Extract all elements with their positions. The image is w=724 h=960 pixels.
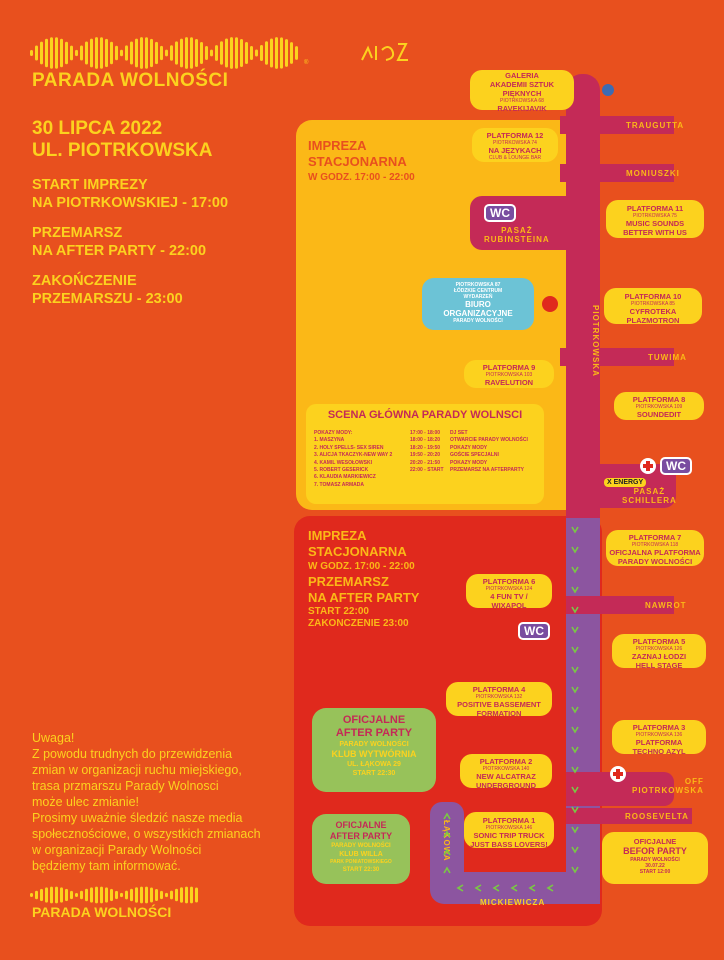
lodz-city-logo-icon — [361, 43, 408, 61]
after-party-willa: OFICJALNE AFTER PARTY PARADY WOLNOŚCI KL… — [312, 814, 410, 884]
platform-4: PLATFORMA 4 PIOTRKOWSKA 132 POSITIVE BAS… — [446, 682, 552, 718]
platform-10: PLATFORMA 10 PIOTRKOWSKA 85 CYFROTEKA PL… — [604, 288, 702, 325]
first-aid-schillera-icon — [640, 458, 656, 474]
zone1-hours: W GODZ. 17:00 - 22:00 — [308, 172, 415, 183]
office-marker-icon — [542, 296, 558, 312]
street-nawrot — [566, 596, 674, 614]
platform-11: PLATFORMA 11 PIOTRKOWSKA 75 MUSIC SOUNDS… — [606, 200, 704, 238]
brand-logo-bottom: PARADA WOLNOŚCI — [32, 904, 172, 920]
platform-6: PLATFORMA 6 PIOTRKOWSKA 124 4 FUN TV / W… — [466, 574, 552, 610]
x-energy-badge: X ENERGY — [604, 478, 647, 487]
street-piotrkowska-north — [566, 74, 600, 526]
wc-schillera-icon: WC — [660, 457, 692, 475]
sound-wave-logo-small-icon — [30, 886, 198, 904]
street-label-moniuszki: MONIUSZKI — [626, 169, 680, 178]
sound-wave-logo-icon — [30, 37, 298, 69]
event-date: 30 LIPCA 2022 UL. PIOTRKOWSKA — [32, 118, 213, 161]
route-lakowa — [430, 802, 464, 902]
platform-8: PLATFORMA 8 PIOTRKOWSKA 109 SOUNDEDIT — [614, 392, 704, 420]
befor-party: OFICJALNE BEFOR PARTY PARADY WOLNOŚCI 30… — [602, 832, 708, 884]
main-stage: SCENA GŁÓWNA PARADY WOLNSCI POKAZY MODY:… — [306, 404, 544, 504]
street-label-piotrkowska: PIOTRKOWSKA — [591, 305, 600, 377]
street-roosevelta — [566, 808, 692, 824]
galeria-marker-icon — [602, 84, 614, 96]
street-traugutta — [560, 116, 674, 134]
street-moniuszki — [560, 164, 674, 182]
street-label-tuwima: TUWIMA — [648, 353, 687, 362]
platform-1: PLATFORMA 1 PIOTRKOWSKA 146 SONIC TRIP T… — [464, 812, 554, 849]
platform-9: PLATFORMA 9 PIOTRKOWSKA 103 RAVELUTION — [464, 360, 554, 388]
first-aid-off-icon — [610, 766, 626, 782]
platform-2: PLATFORMA 2 PIOTRKOWSKA 140 NEW ALCATRAZ… — [460, 754, 552, 790]
route-piotrkowska-south — [566, 518, 600, 904]
street-tuwima — [560, 348, 674, 366]
street-label-traugutta: TRAUGUTTA — [626, 121, 685, 130]
street-label-roosevelta: ROOSEVELTA — [625, 812, 689, 821]
wc-nawrot-icon: WC — [518, 622, 550, 640]
registered-mark: ® — [304, 60, 309, 66]
street-label-mickiewicza: MICKIEWICZA — [480, 898, 546, 907]
route-direction-arrows — [443, 526, 579, 892]
after-party-wytwornia: OFICJALNE AFTER PARTY PARADY WOLNOŚCI KL… — [312, 708, 436, 792]
venue-galeria: GALERIA AKADEMII SZTUK PIĘKNYCH PIOTRKOW… — [470, 70, 574, 113]
organizers-office: PIOTRKOWSKA 87 ŁÓDZKIE CENTRUM WYDARZEŃ … — [422, 278, 534, 330]
platform-7: PLATFORMA 7 PIOTRKOWSKA 118 OFICJALNA PL… — [606, 530, 704, 566]
platform-12: PLATFORMA 12 PIOTRKOWSKA 74 NA JĘZYKACH … — [472, 128, 558, 162]
zone2-hours: W GODZ. 17:00 - 22:00 — [308, 561, 415, 572]
wc-rubinsteina-icon: WC — [484, 204, 516, 222]
platform-5: PLATFORMA 5 PIOTRKOWSKA 126 ZAZNAJ ŁODZI… — [612, 634, 706, 670]
street-label-nawrot: NAWROT — [645, 601, 687, 610]
brand-logo-text: PARADA WOLNOŚCI — [32, 70, 229, 91]
platform-3: PLATFORMA 3 PIOTRKOWSKA 136 PLATFORMA TE… — [612, 720, 706, 756]
